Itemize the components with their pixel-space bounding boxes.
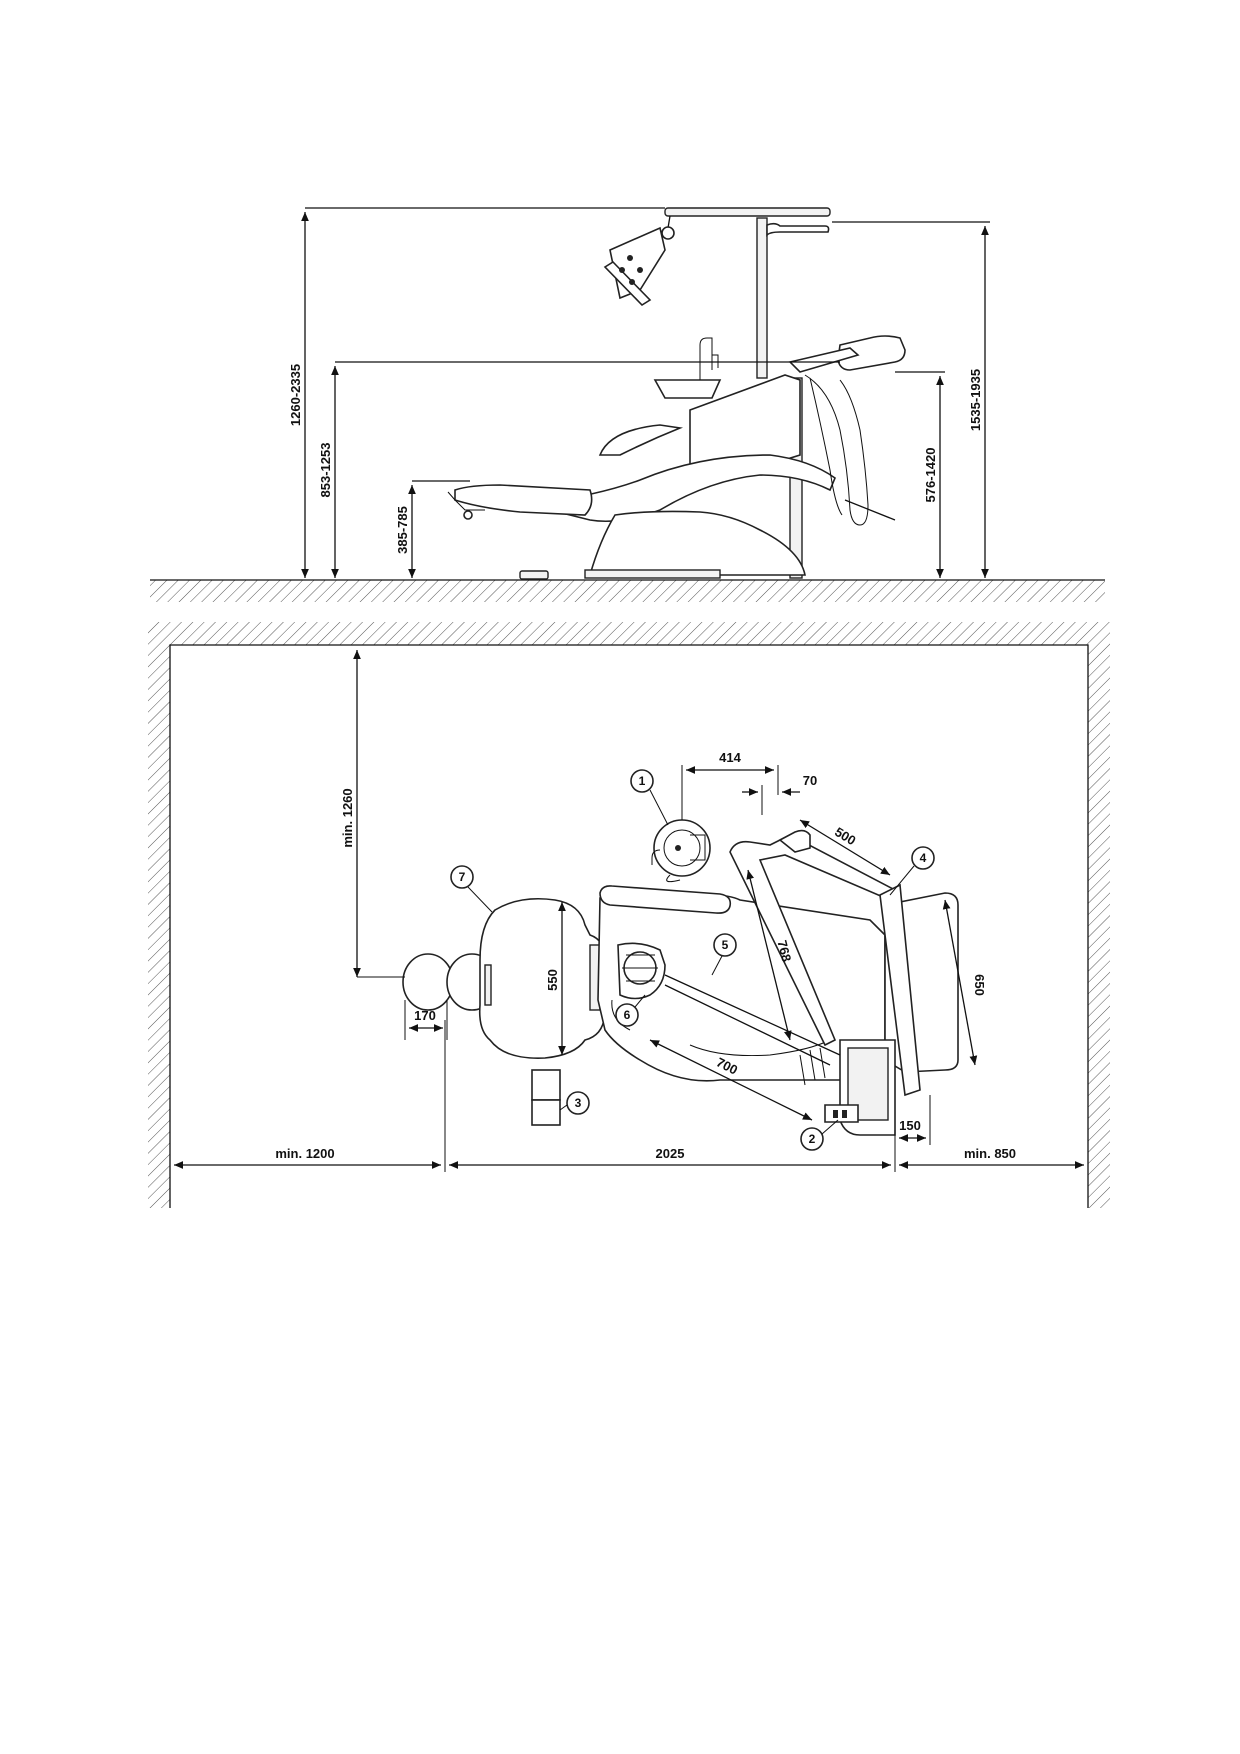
operating-light [603, 207, 831, 379]
plan-view: min. 1260 414 70 500 768 550 170 700 650 [148, 622, 1110, 1208]
dim-post-height: 1535-1935 [968, 369, 983, 431]
water-unit [531, 1069, 561, 1126]
dim-offset-70: 70 [803, 773, 817, 788]
dim-headrest-height: 853-1253 [318, 443, 333, 498]
svg-text:2: 2 [809, 1132, 816, 1146]
callout-5: 5 [711, 933, 737, 976]
dim-arm-500: 500 [832, 824, 858, 848]
callout-1: 1 [630, 769, 669, 826]
dim-tray-650: 650 [972, 974, 987, 996]
dim-headrest-550: 550 [545, 969, 560, 991]
svg-text:6: 6 [624, 1008, 631, 1022]
dim-stool-170: 170 [414, 1008, 436, 1023]
callout-7: 7 [450, 865, 493, 913]
dim-tray-height: 576-1420 [923, 448, 938, 503]
dim-chair-length: 2025 [656, 1146, 685, 1161]
instrument-unit [788, 335, 906, 526]
elevation-view: 1260-2335 853-1253 385-785 576-1420 1535… [150, 207, 1105, 602]
cuspidor-plan [651, 819, 711, 883]
room-wall [169, 644, 1089, 1208]
dim-clearance-head: min. 1260 [340, 788, 355, 847]
dim-arm-768: 768 [774, 939, 794, 964]
floor-hatch [150, 580, 1105, 602]
callout-6: 6 [615, 994, 646, 1027]
dim-clearance-right: min. 850 [964, 1146, 1016, 1161]
dim-clearance-left: min. 1200 [275, 1146, 334, 1161]
svg-text:4: 4 [920, 851, 927, 865]
dim-offset-150: 150 [899, 1118, 921, 1133]
callout-4: 4 [889, 846, 935, 896]
callout-3: 3 [559, 1091, 590, 1115]
svg-text:7: 7 [459, 870, 466, 884]
svg-text:5: 5 [722, 938, 729, 952]
dental-chair-side [447, 374, 836, 580]
svg-text:1: 1 [639, 774, 646, 788]
callout-2: 2 [800, 1119, 839, 1151]
svg-text:3: 3 [575, 1096, 582, 1110]
dim-seat-height: 385-785 [395, 506, 410, 554]
dim-light-height: 1260-2335 [288, 364, 303, 426]
dim-light-width: 414 [719, 750, 741, 765]
